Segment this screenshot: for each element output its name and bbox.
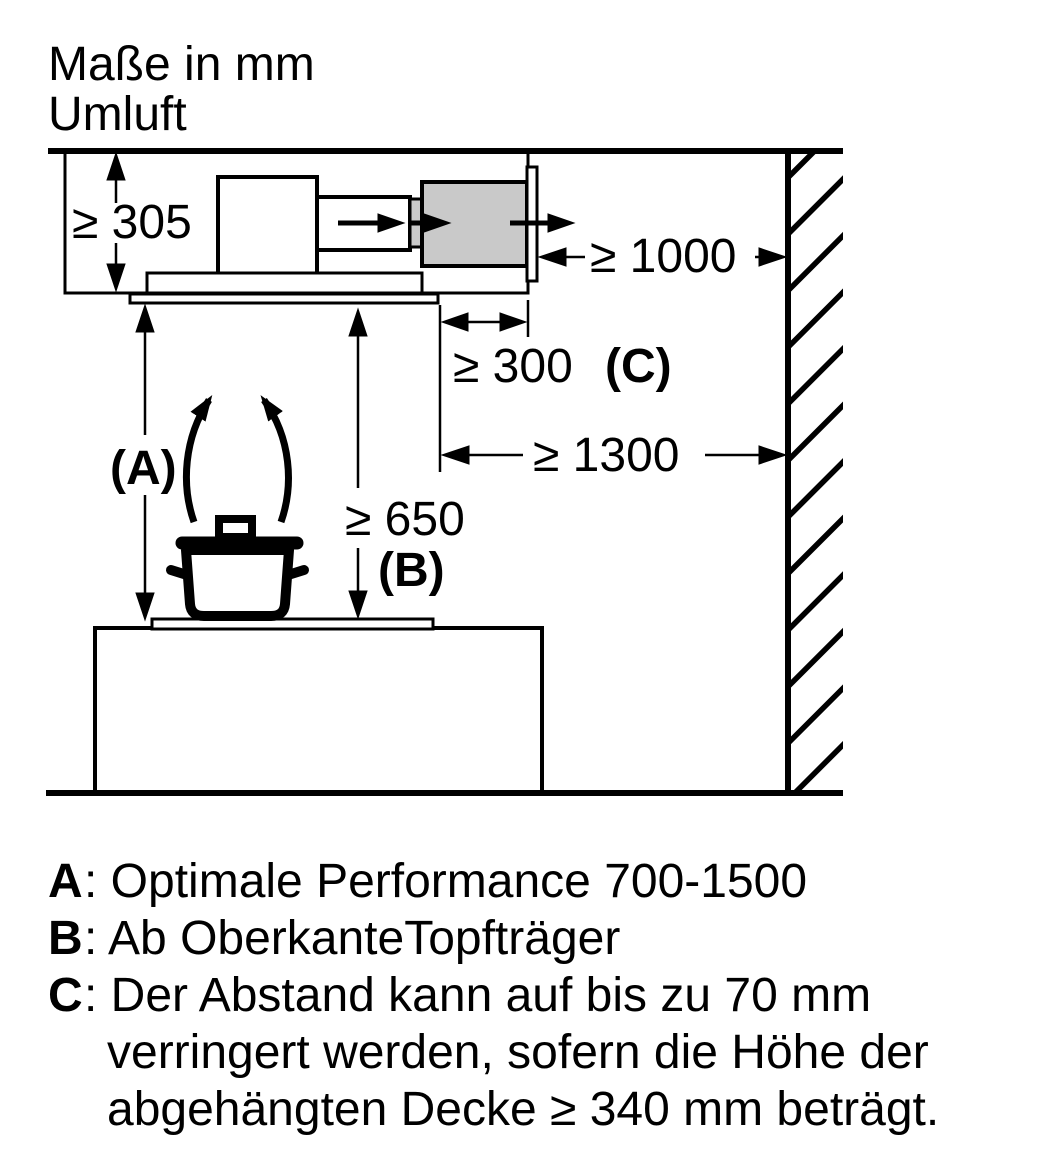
steam-arrows	[183, 394, 292, 524]
legend-key-b: B	[48, 912, 83, 965]
hood-cover-panel	[128, 292, 440, 305]
dim-right-clearance-label: ≥ 1000	[590, 230, 736, 283]
cooktop	[150, 617, 435, 631]
pot-lid-knob	[215, 515, 256, 541]
dim-recess-height-label: ≥ 305	[72, 196, 192, 249]
dim-a	[135, 303, 155, 622]
dim-wall-distance	[440, 445, 788, 465]
steam-arrow-left	[183, 394, 213, 524]
legend-text-c-cont-1: verringert werden, sofern die Höhe der	[107, 1026, 929, 1079]
hood-motor-unit	[216, 175, 319, 277]
legend-text-c: : Der Abstand kann auf bis zu 70 mm	[84, 969, 871, 1022]
diagram-title: Maße in mm	[48, 38, 315, 91]
dim-duct-side	[438, 300, 530, 472]
dim-b-label: ≥ 650	[345, 493, 465, 546]
dim-duct-side-ref: (C)	[605, 340, 672, 393]
legend-text-a: : Optimale Performance 700-1500	[84, 855, 807, 908]
legend-text-b: : Ab OberkanteTopfträger	[84, 912, 620, 965]
airflow-arrows	[338, 213, 576, 233]
dim-a-ref: (A)	[110, 442, 177, 495]
dim-b	[348, 307, 368, 620]
dim-right-clearance	[537, 247, 788, 267]
dim-wall-distance-label: ≥ 1300	[533, 429, 679, 482]
steam-arrow-right	[260, 395, 292, 524]
legend-text-c-cont-2: abgehängten Decke ≥ 340 mm beträgt.	[107, 1083, 939, 1136]
legend-key-c: C	[48, 969, 83, 1022]
legend: A : Optimale Performance 700-1500 B : Ab…	[48, 855, 939, 1136]
hood-body-panel	[145, 271, 424, 295]
airflow-arrowhead-blower-in	[423, 213, 452, 233]
legend-key-a: A	[48, 855, 83, 908]
pot-icon	[166, 515, 309, 621]
counter	[93, 626, 544, 794]
dim-duct-side-label: ≥ 300	[453, 340, 573, 393]
diagram-subtitle-mode: Umluft	[48, 88, 187, 141]
airflow-arrowhead-duct	[377, 213, 406, 233]
dim-recess-height	[106, 151, 126, 293]
airflow-arrowhead-blower-out	[547, 213, 576, 233]
pot-body	[181, 545, 294, 621]
dim-b-ref: (B)	[378, 544, 445, 597]
wall-hatching	[791, 154, 843, 791]
